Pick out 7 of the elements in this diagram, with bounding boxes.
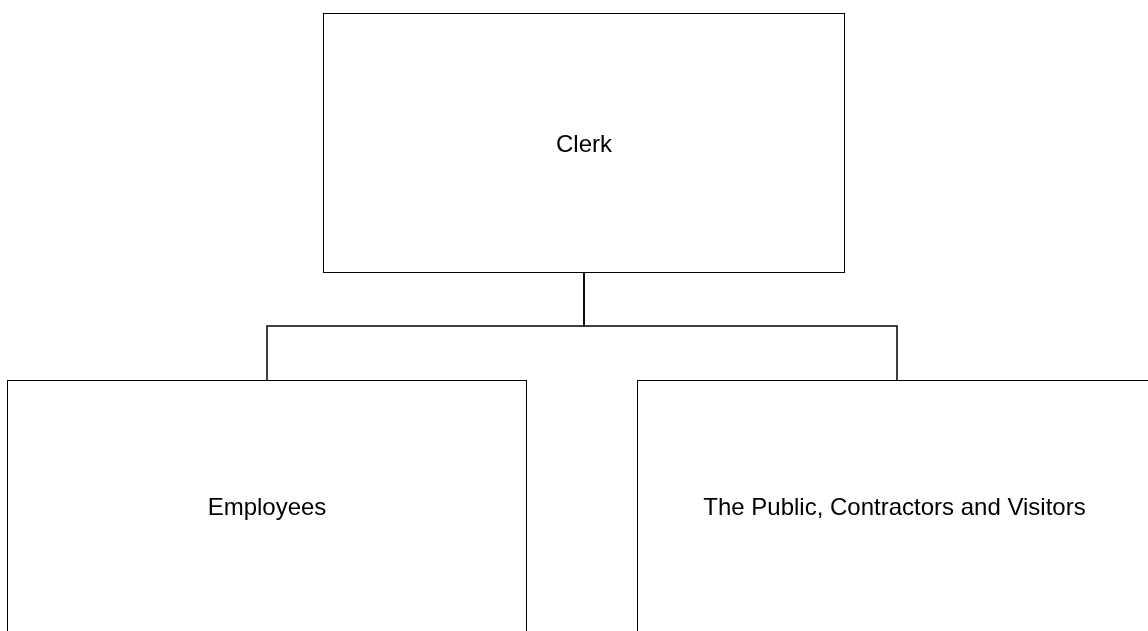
org-box xyxy=(637,380,1148,631)
connector-line xyxy=(583,272,898,381)
box-label: Employees xyxy=(207,492,327,521)
org-box xyxy=(323,13,845,273)
box-label: Clerk xyxy=(556,130,612,158)
box-label: The Public, Contractors and Visitors xyxy=(703,492,1086,521)
org-box xyxy=(7,380,527,631)
